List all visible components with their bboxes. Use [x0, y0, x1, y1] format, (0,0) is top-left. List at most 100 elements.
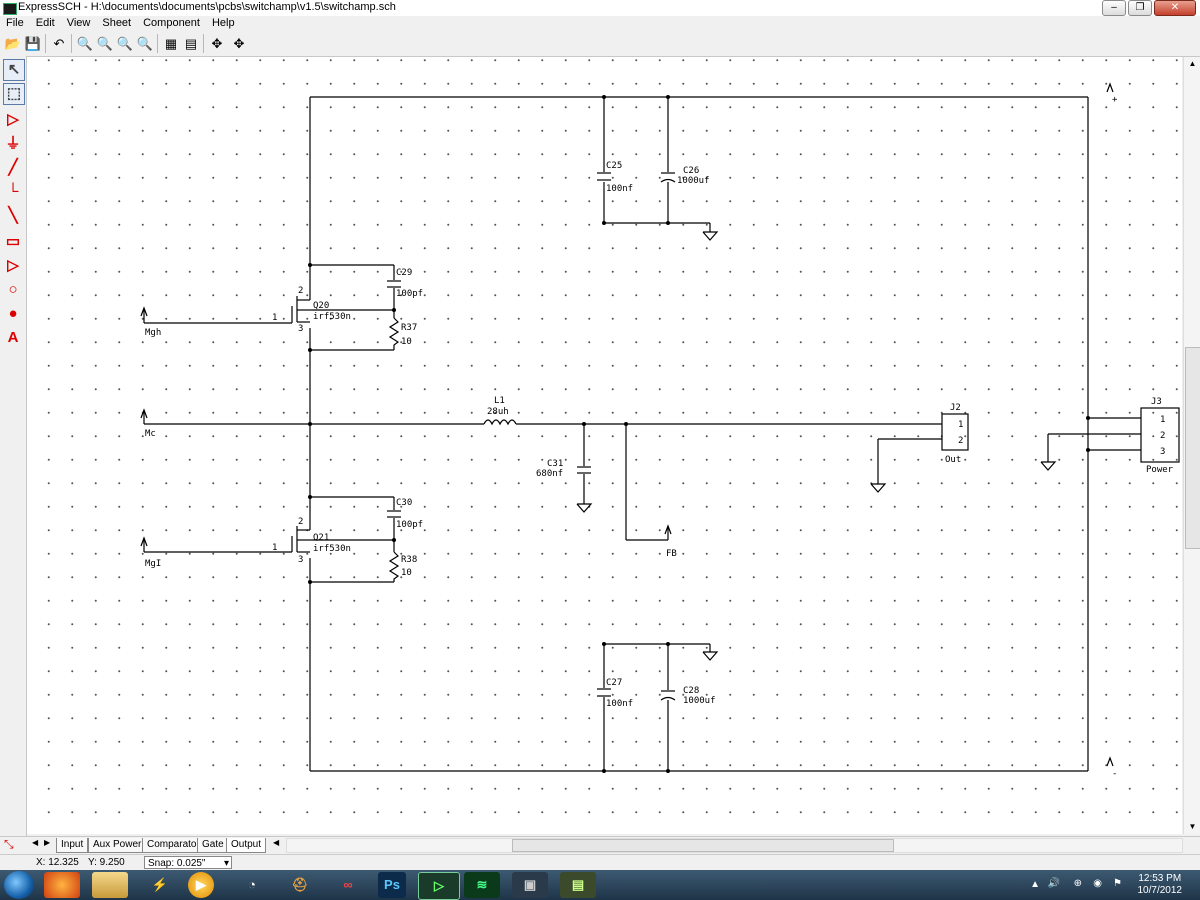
- c25-ref: C25: [606, 161, 622, 171]
- place-junction-icon[interactable]: ●: [8, 305, 18, 322]
- toolbar: 📂 💾 ↶ 🔍 🔍 🔍 🔍 ▦ ▤ ✥ ✥: [0, 31, 1200, 57]
- place-component-icon[interactable]: ▭: [5, 233, 21, 250]
- firefox-icon[interactable]: [44, 872, 80, 898]
- zoom-out-icon[interactable]: 🔍: [96, 36, 114, 51]
- horizontal-scrollbar[interactable]: [286, 838, 1183, 853]
- q20-pin3: 3: [298, 324, 303, 334]
- tray-expand-icon[interactable]: ▲: [1030, 879, 1040, 890]
- port-mc-label: Mc: [145, 429, 156, 439]
- select-area-icon[interactable]: ⬚: [3, 83, 25, 105]
- menu-view[interactable]: View: [66, 17, 91, 29]
- c26-ref: C26: [683, 166, 699, 176]
- draw-corner-wire-icon[interactable]: └: [7, 183, 19, 200]
- connection-icon[interactable]: ⤡: [4, 837, 14, 851]
- tab-gate[interactable]: Gate: [197, 838, 229, 853]
- scroll-up-icon[interactable]: ▲: [1188, 59, 1197, 68]
- system-clock[interactable]: 12:53 PM 10/7/2012: [1138, 873, 1183, 897]
- file-explorer-icon[interactable]: [92, 872, 128, 898]
- place-port-icon[interactable]: ▷: [7, 111, 19, 128]
- expresssch-icon[interactable]: ▷: [418, 872, 460, 900]
- tab-output[interactable]: Output: [226, 838, 267, 853]
- menu-bar: File Edit View Sheet Component Help: [0, 16, 1200, 31]
- network-icon[interactable]: ⊕: [1073, 878, 1082, 889]
- r37-value: 10: [401, 337, 412, 347]
- c27-ref: C27: [606, 678, 622, 688]
- chevron-down-icon: ▾: [223, 858, 229, 869]
- title-bar: ExpressSCH - H:\documents\documents\pcbs…: [0, 0, 1200, 17]
- photoshop-icon[interactable]: Ps: [378, 872, 406, 898]
- minimize-button[interactable]: –: [1102, 0, 1126, 16]
- tab-prev-icon[interactable]: ◀: [32, 838, 39, 847]
- zoom-fit-icon[interactable]: 🔍: [116, 36, 134, 51]
- app-icon: [3, 3, 17, 15]
- tab-aux-power[interactable]: Aux Power: [88, 838, 147, 853]
- scroll-down-icon[interactable]: ▼: [1188, 822, 1197, 831]
- menu-help[interactable]: Help: [211, 17, 235, 29]
- vertical-scroll-thumb[interactable]: [1185, 347, 1200, 549]
- tab-next-icon[interactable]: ▶: [44, 838, 51, 847]
- horizontal-scroll-thumb[interactable]: [512, 839, 894, 852]
- close-button[interactable]: ✕: [1154, 0, 1196, 16]
- zoom-area-icon[interactable]: 🔍: [136, 36, 154, 51]
- live-app-icon[interactable]: ◔: [248, 877, 256, 892]
- vertical-scrollbar[interactable]: ▲ ▼: [1183, 57, 1200, 834]
- draw-wire-icon[interactable]: ╱: [8, 159, 18, 176]
- infinity-app-icon[interactable]: ∞: [343, 877, 353, 892]
- rail-positive-label: +: [1112, 95, 1118, 105]
- j3-pin3: 3: [1160, 447, 1165, 457]
- q20-pin1: 1: [272, 313, 277, 323]
- winamp-icon[interactable]: ⚡: [151, 877, 169, 892]
- c31-value: 680nf: [536, 469, 563, 479]
- place-opamp-icon[interactable]: ▷: [7, 257, 19, 274]
- place-text-icon[interactable]: A: [7, 329, 19, 346]
- sheet-props-icon[interactable]: ▤: [184, 36, 198, 51]
- snap-select[interactable]: Snap: 0.025" ▾: [144, 856, 232, 869]
- maximize-button[interactable]: ❐: [1128, 0, 1152, 16]
- c25-value: 100nf: [606, 184, 633, 194]
- tool-palette: ↖ ⬚ ▷ ⏚ ╱ └ ╲ ▭ ▷ ○ ● A: [0, 56, 27, 836]
- save-icon[interactable]: 💾: [24, 36, 42, 51]
- clock-time: 12:53 PM: [1138, 873, 1182, 884]
- move-icon[interactable]: ✥: [233, 36, 245, 51]
- port-mgh-label: Mgh: [145, 328, 161, 338]
- c30-ref: C30: [396, 498, 412, 508]
- draw-diagonal-icon[interactable]: ╲: [8, 207, 18, 224]
- port-mgl-label: MgI: [145, 559, 161, 569]
- schematic-canvas[interactable]: C25 100nf C26 1000uf C29 100pf R37 10 Q2…: [27, 57, 1182, 834]
- place-ground-icon[interactable]: ⏚: [5, 135, 21, 152]
- j2-pin1: 1: [958, 420, 963, 430]
- image-app-icon[interactable]: ▤: [560, 872, 596, 898]
- properties-icon[interactable]: ▦: [164, 36, 178, 51]
- r38-ref: R38: [401, 555, 417, 565]
- j2-label: Out: [945, 455, 961, 465]
- menu-component[interactable]: Component: [143, 17, 200, 29]
- port-fb-label: FB: [666, 549, 677, 559]
- l1-value: 28uh: [487, 407, 509, 417]
- expresspcb-icon[interactable]: ≋: [464, 872, 500, 898]
- cursor-x: X: 12.325: [36, 857, 79, 868]
- c28-value: 1000uf: [683, 696, 716, 706]
- j2-pin2: 2: [958, 436, 963, 446]
- draw-circle-icon[interactable]: ○: [8, 281, 18, 298]
- undo-icon[interactable]: ↶: [53, 36, 65, 51]
- security-icon[interactable]: ◉: [1093, 878, 1102, 889]
- volume-icon[interactable]: 🔊: [1047, 878, 1060, 889]
- tab-input[interactable]: Input: [56, 838, 89, 853]
- action-center-icon[interactable]: ⚑: [1113, 878, 1122, 889]
- q20-ref: Q20: [313, 301, 329, 311]
- tab-comparator[interactable]: Comparator: [142, 838, 205, 853]
- menu-edit[interactable]: Edit: [35, 17, 55, 29]
- select-pointer-icon[interactable]: ↖: [3, 59, 25, 81]
- zoom-in-icon[interactable]: 🔍: [76, 36, 94, 51]
- c31-ref: C31: [547, 459, 563, 469]
- hscroll-left-icon[interactable]: ◀: [273, 838, 280, 847]
- open-folder-icon[interactable]: 📂: [4, 36, 22, 51]
- media-player-icon[interactable]: ▶: [188, 872, 214, 898]
- menu-sheet[interactable]: Sheet: [102, 17, 132, 29]
- start-button[interactable]: [4, 871, 34, 899]
- c26-value: 1000uf: [677, 176, 710, 186]
- menu-file[interactable]: File: [6, 17, 24, 29]
- window-manager-icon[interactable]: ▣: [512, 872, 548, 898]
- trojan-app-icon[interactable]: ⛑: [291, 877, 309, 892]
- pan-icon[interactable]: ✥: [211, 36, 223, 51]
